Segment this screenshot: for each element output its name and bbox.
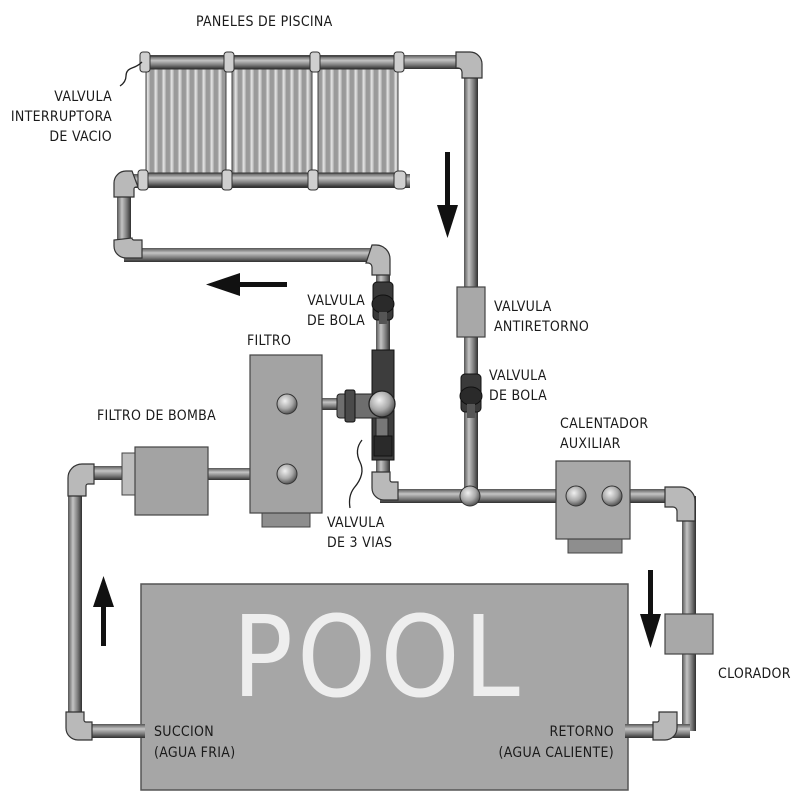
arrow-down-riser-icon xyxy=(437,152,458,238)
filter-port-top xyxy=(276,393,298,415)
pump-body xyxy=(134,446,209,516)
label-calentador-2: AUXILIAR xyxy=(560,436,621,452)
heater xyxy=(555,460,631,554)
arrow-left-supply-icon xyxy=(206,273,287,296)
label-filtro: FILTRO xyxy=(247,333,291,349)
heater-port-out xyxy=(601,485,623,507)
pool-label: POOL xyxy=(232,593,523,723)
elbow-valve-top xyxy=(365,244,391,276)
filter xyxy=(249,354,323,528)
label-retorno-1: RETORNO xyxy=(550,724,615,740)
pipe-elbows xyxy=(65,51,696,741)
three-way-valve xyxy=(336,349,396,461)
vacuum-valve-leader xyxy=(119,61,143,87)
elbow-left-lower xyxy=(113,237,143,259)
chlorinator-body xyxy=(664,613,714,655)
label-valvula-3vias-2: DE 3 VIAS xyxy=(327,535,392,551)
check-valve-body xyxy=(456,286,486,338)
elbow-right-bottom xyxy=(652,711,678,741)
label-valvula-bola-top-1: VALVULA xyxy=(307,293,365,309)
label-valvula-bola-top-2: DE BOLA xyxy=(307,313,365,329)
label-valvula-antiretorno-2: ANTIRETORNO xyxy=(494,319,589,335)
elbow-left-bottom xyxy=(65,711,93,741)
label-valvula-antiretorno-1: VALVULA xyxy=(494,299,552,315)
elbow-valve-bottom xyxy=(371,471,399,501)
pipe-left-drop xyxy=(117,180,131,255)
label-filtro-bomba: FILTRO DE BOMBA xyxy=(97,408,216,424)
label-retorno-2: (AGUA CALIENTE) xyxy=(499,745,614,761)
label-clorador: CLORADOR xyxy=(718,666,791,682)
label-paneles: PANELES DE PISCINA xyxy=(196,14,333,30)
heater-port-in xyxy=(565,485,587,507)
label-valvula-vacio-2: INTERRUPTORA xyxy=(11,109,112,125)
pool: POOL xyxy=(140,583,629,791)
pipe-tee xyxy=(459,485,481,507)
filter-body xyxy=(249,354,323,514)
label-valvula-vacio-3: DE VACIO xyxy=(49,129,112,145)
label-calentador-1: CALENTADOR xyxy=(560,416,648,432)
pump-motor-stub xyxy=(121,452,137,496)
ball-valve-right xyxy=(459,373,483,418)
pool-body xyxy=(140,583,629,791)
check-valve xyxy=(456,286,486,338)
flow-arrows xyxy=(93,152,661,648)
filter-port-bottom xyxy=(276,463,298,485)
arrow-down-return-icon xyxy=(640,570,661,648)
label-valvula-bola-right-2: DE BOLA xyxy=(489,388,547,404)
arrow-up-suction-icon xyxy=(93,576,114,646)
labels: PANELES DE PISCINA VALVULA INTERRUPTORA … xyxy=(11,14,791,761)
elbow-left-upper xyxy=(113,170,139,198)
label-valvula-3vias-1: VALVULA xyxy=(327,515,385,531)
panel-2 xyxy=(231,64,313,179)
solar-panels xyxy=(119,51,407,191)
elbow-right-top xyxy=(664,486,696,522)
label-valvula-bola-right-1: VALVULA xyxy=(489,368,547,384)
label-valvula-vacio-1: VALVULA xyxy=(54,89,112,105)
elbow-top-right xyxy=(455,51,483,79)
pipe-suction-vertical xyxy=(68,473,82,731)
panel-1 xyxy=(145,64,227,179)
ball-valve-top xyxy=(371,281,395,324)
pump xyxy=(121,446,209,516)
three-way-valve-leader xyxy=(348,439,363,509)
pipe-supply-horizontal xyxy=(124,248,386,262)
label-succion-1: SUCCION xyxy=(154,724,214,740)
panel-3 xyxy=(317,64,399,179)
label-succion-2: (AGUA FRIA) xyxy=(154,745,235,761)
pipe-return-riser xyxy=(464,66,478,496)
pipe-bottom-horizontal xyxy=(380,489,685,503)
elbow-left-top xyxy=(67,463,95,497)
chlorinator xyxy=(664,613,714,655)
